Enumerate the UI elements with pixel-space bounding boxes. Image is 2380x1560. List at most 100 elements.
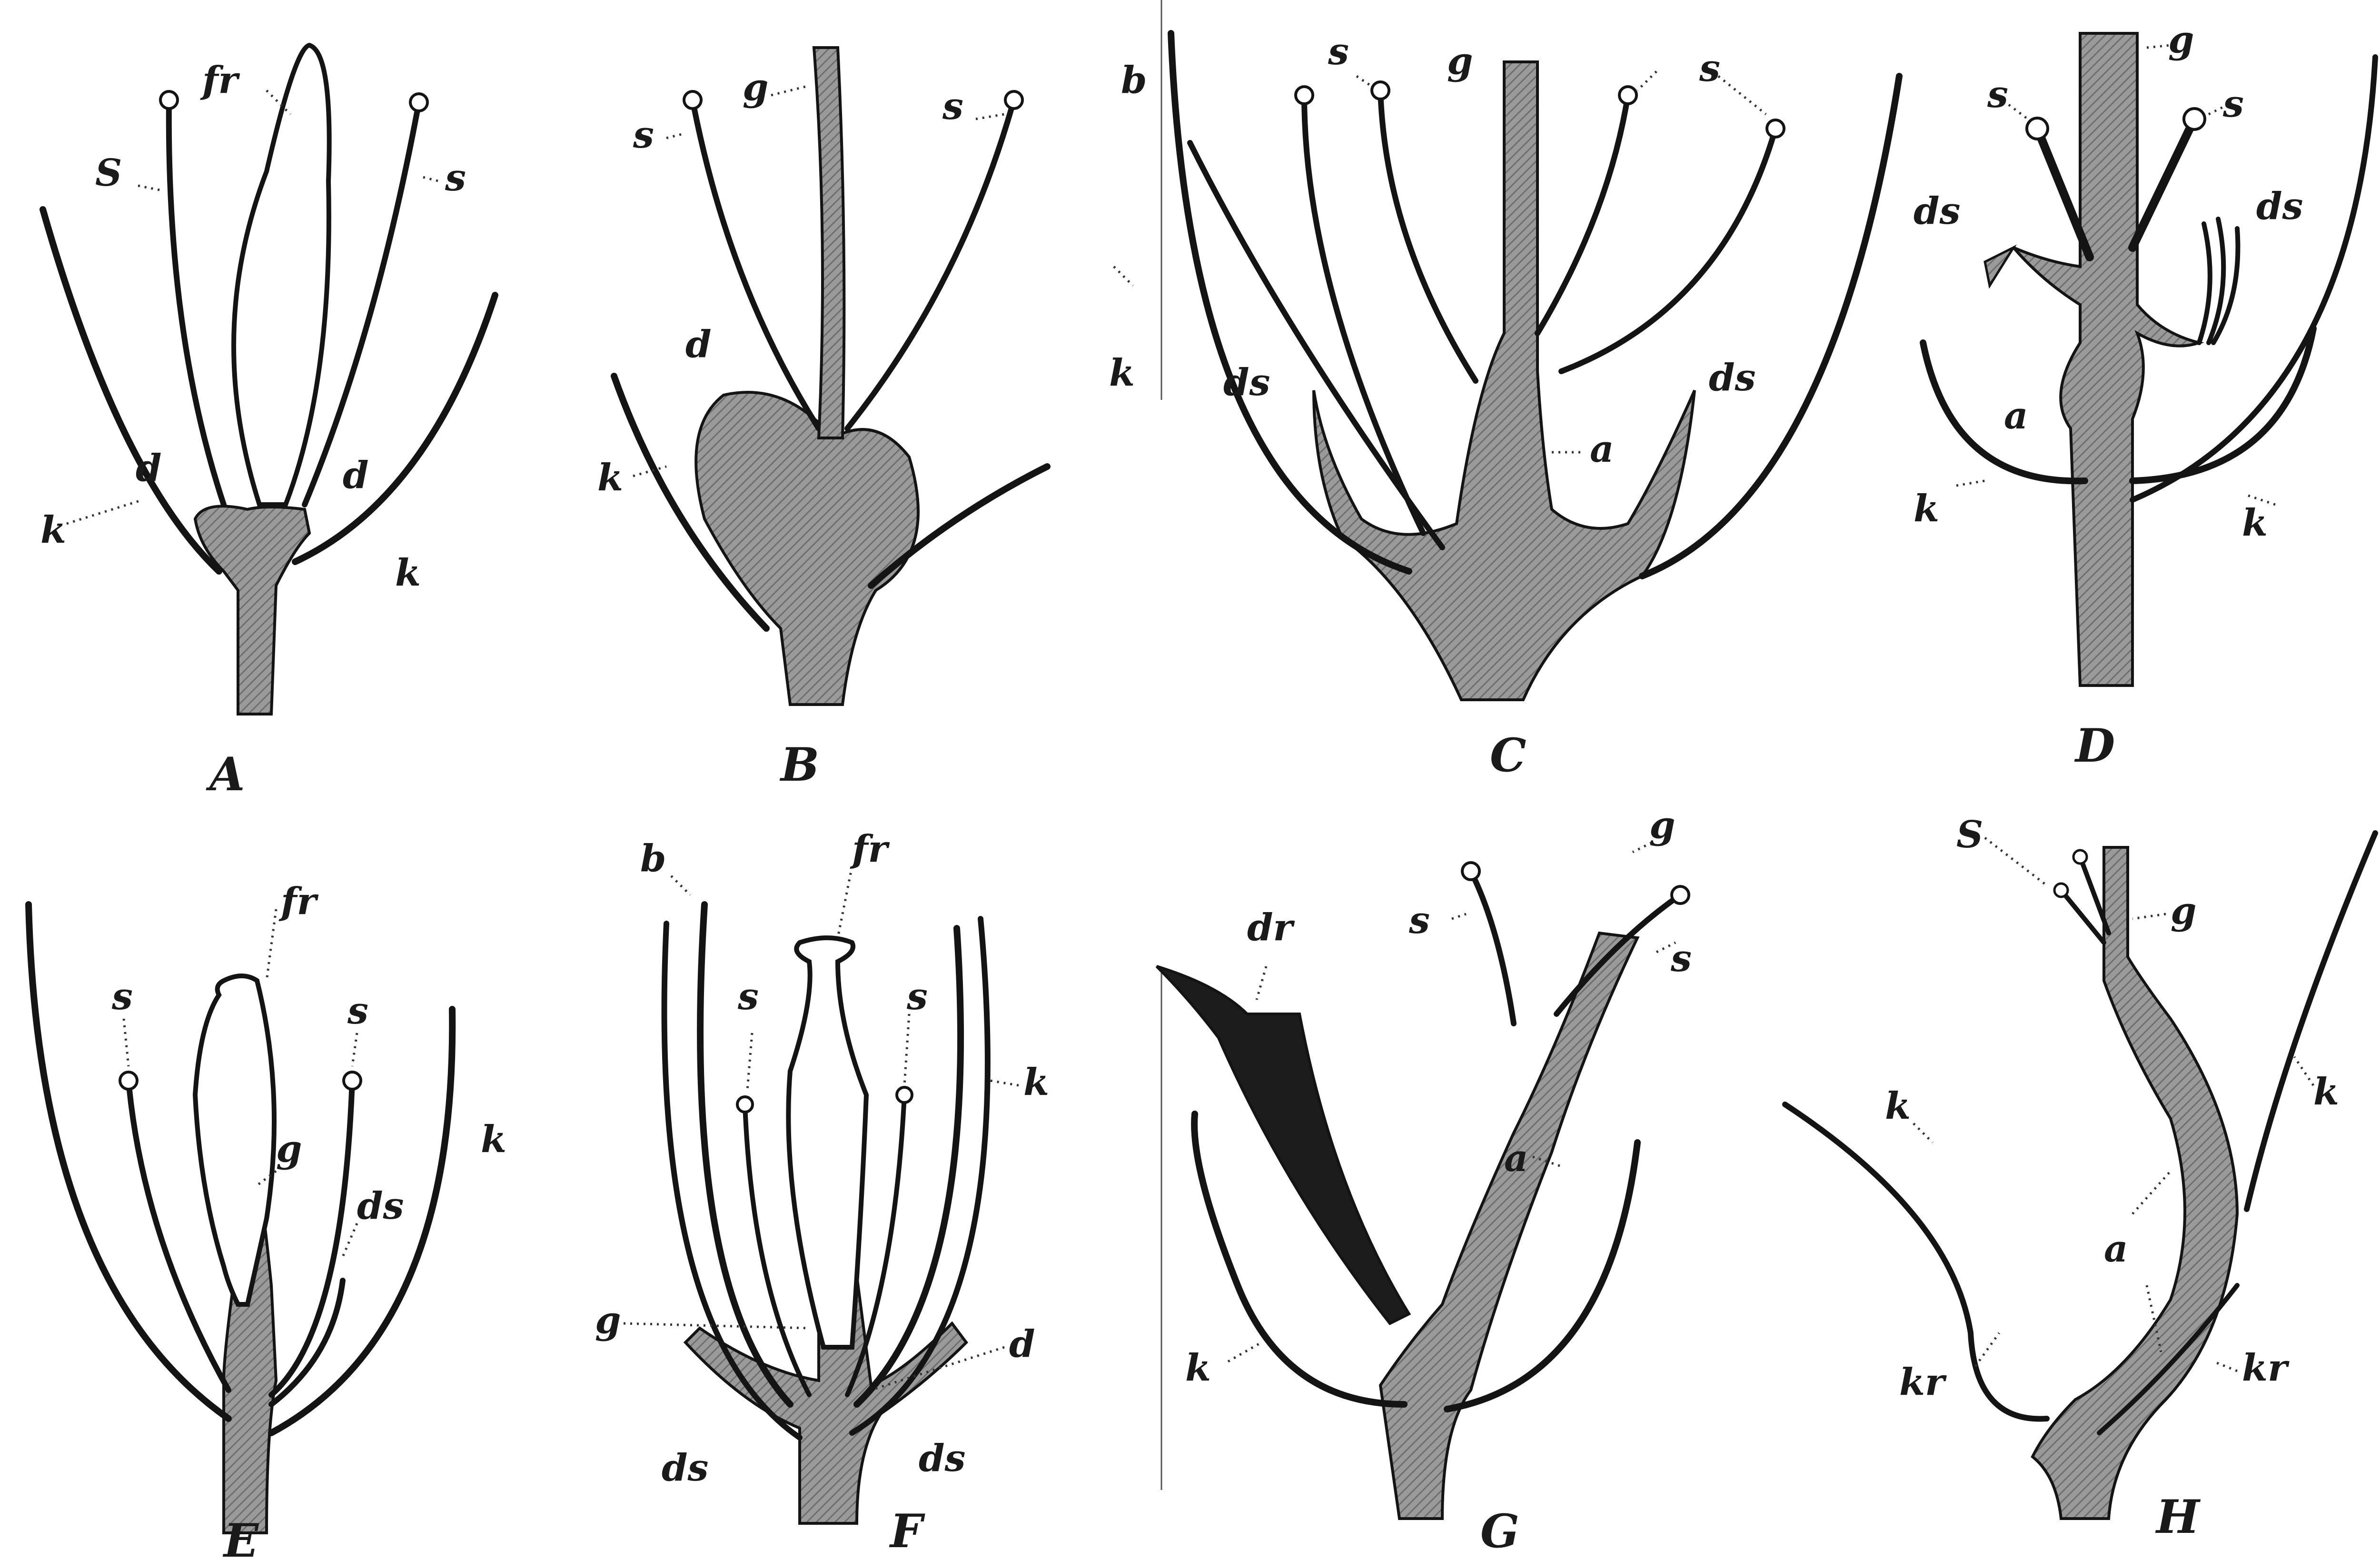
panel-letter-g: G <box>1480 1504 1519 1558</box>
stamen <box>1537 95 1628 333</box>
label-a: a <box>1590 427 1614 471</box>
label-fr: fr <box>200 59 240 102</box>
label-k: k <box>1914 487 1939 530</box>
main-axis <box>1380 933 1637 1519</box>
label-s: s <box>1987 73 2008 116</box>
stamen <box>1561 129 1775 371</box>
label-s: s <box>111 975 133 1018</box>
label-a: a <box>2004 394 2028 437</box>
label-dr: dr <box>1247 906 1295 949</box>
anther <box>1462 863 1479 880</box>
anther <box>2184 109 2205 129</box>
anther <box>1296 87 1313 104</box>
label-ds: ds <box>2256 185 2303 228</box>
panel-h: S g k k a kr kr H <box>1785 813 2375 1544</box>
label-k: k <box>2242 501 2268 545</box>
anther <box>1672 886 1689 904</box>
label-s: s <box>1699 47 1720 90</box>
anther <box>897 1087 912 1103</box>
label-kr: kr <box>1899 1361 1947 1404</box>
petal <box>2132 57 2375 500</box>
label-fr: fr <box>278 880 319 923</box>
label-g: g <box>2171 889 2197 933</box>
label-d: d <box>1009 1322 1035 1366</box>
panel-g: dr g s s a k G <box>1157 804 1692 1558</box>
label-a: a <box>2104 1227 2128 1271</box>
label-fr: fr <box>850 827 890 871</box>
label-k: k <box>2313 1070 2339 1113</box>
stamen <box>1380 90 1476 381</box>
label-s: s <box>1670 937 1692 980</box>
panel-letter-c: C <box>1490 728 1526 782</box>
panel-letter-f: F <box>889 1504 925 1558</box>
label-ds: ds <box>919 1437 965 1480</box>
panel-letter-e: E <box>222 1514 259 1560</box>
panel-c: b s g s k ds ds a C <box>1109 30 1899 782</box>
label-b: b <box>640 837 666 880</box>
fruit-pistil <box>788 938 866 1347</box>
receptacle-axis <box>195 506 309 714</box>
disc-segment <box>2199 224 2210 343</box>
label-g: g <box>1447 40 1473 83</box>
anther <box>1005 91 1022 109</box>
label-ds: ds <box>662 1446 708 1490</box>
panel-letter-d: D <box>2074 719 2115 773</box>
label-s: s <box>1328 30 1349 73</box>
label-b: b <box>1121 59 1147 102</box>
label-g: g <box>276 1127 302 1171</box>
panel-letter-b: B <box>779 738 819 792</box>
panel-d: g s s ds ds a k k D <box>1914 18 2375 773</box>
anther <box>1767 120 1784 137</box>
stamen <box>2132 119 2194 248</box>
label-k: k <box>1185 1346 1211 1390</box>
label-ds: ds <box>357 1184 404 1228</box>
label-s: s <box>445 156 466 199</box>
label-s: S <box>1956 813 1983 856</box>
anther <box>2073 850 2087 864</box>
anther <box>410 94 427 111</box>
label-s: s <box>737 975 759 1018</box>
label-s: s <box>906 975 928 1018</box>
receptacle-axis <box>1314 62 1695 700</box>
label-ds: ds <box>1914 189 1960 233</box>
label-d: d <box>136 447 162 490</box>
label-a: a <box>1504 1137 1528 1180</box>
label-g: g <box>595 1299 621 1342</box>
receptacle-disc <box>696 392 918 705</box>
stamen <box>1471 871 1514 1023</box>
label-s: s <box>347 989 368 1033</box>
label-g: g <box>1649 804 1676 847</box>
panel-b: g s s d k B <box>597 48 1047 792</box>
label-g: g <box>2168 18 2194 61</box>
label-k: k <box>1023 1061 1049 1104</box>
anther <box>737 1097 753 1112</box>
panel-a: fr S s d d k k A <box>40 45 495 801</box>
stamen <box>847 100 1014 428</box>
label-s: S <box>95 151 122 195</box>
label-ds: ds <box>1709 356 1755 399</box>
label-d: d <box>685 323 712 366</box>
disc-segment <box>1985 248 2013 286</box>
panel-letter-a: A <box>206 747 245 801</box>
anther <box>120 1072 137 1089</box>
label-s: s <box>1408 899 1430 942</box>
panel-f: b fr s s k g d ds ds F <box>595 827 1049 1558</box>
anther <box>160 91 178 109</box>
label-s: s <box>633 113 654 157</box>
label-k: k <box>1885 1084 1911 1128</box>
stamen <box>169 100 224 505</box>
label-ds: ds <box>1223 361 1270 404</box>
calyx-sepal <box>1171 33 1409 571</box>
calyx-sepal <box>2247 833 2375 1209</box>
calyx-sepal <box>2132 328 2313 481</box>
calyx-sepal <box>664 924 800 1438</box>
label-g: g <box>743 66 769 109</box>
anther <box>1619 87 1636 104</box>
label-k: k <box>40 508 66 552</box>
label-s: s <box>942 85 963 128</box>
label-k: k <box>395 551 421 595</box>
anther <box>2027 118 2048 139</box>
label-k: k <box>481 1118 506 1161</box>
anther <box>1372 82 1389 99</box>
